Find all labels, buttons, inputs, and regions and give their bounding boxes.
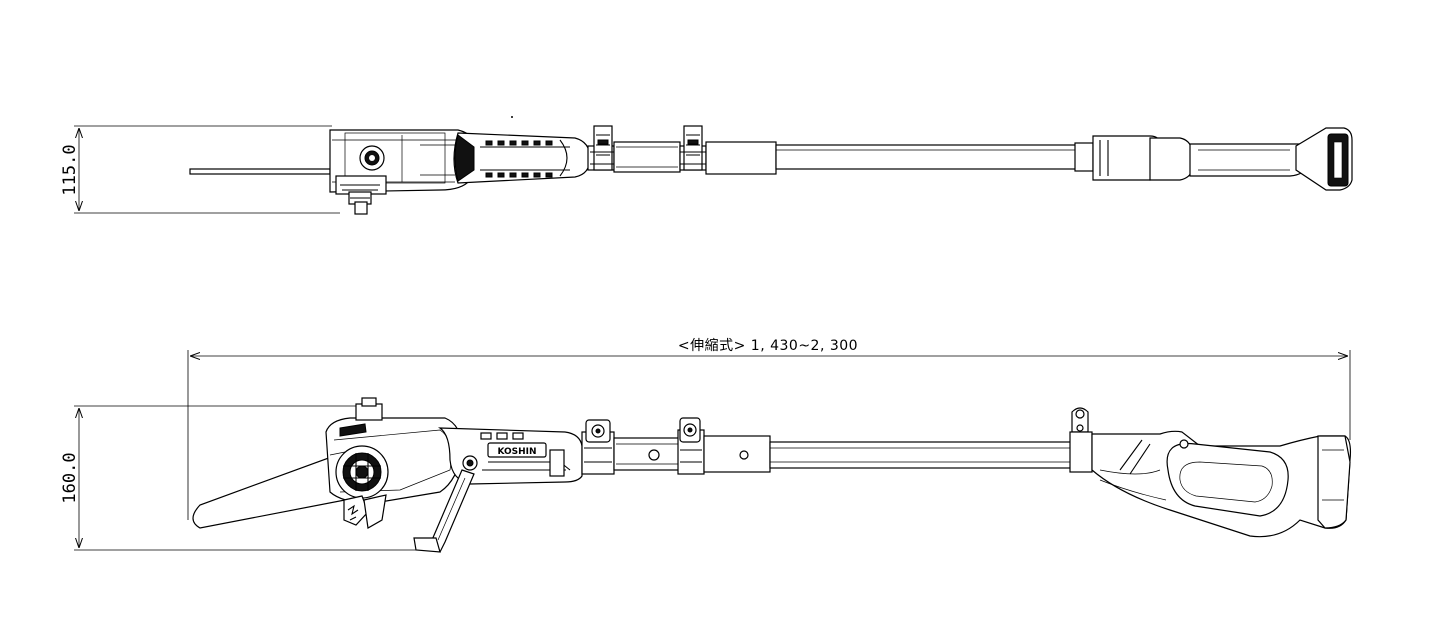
pole-section-1-top bbox=[613, 141, 681, 173]
width-dimension-label: 115.0 bbox=[60, 144, 80, 195]
gear-housing-side: KOSHIN bbox=[438, 427, 583, 485]
hook-side bbox=[413, 469, 475, 553]
gear-housing-top bbox=[453, 132, 591, 184]
rear-handle-side bbox=[1091, 430, 1352, 538]
length-dimension: <伸縮式> 1, 430~2, 300 bbox=[187, 338, 1351, 520]
top-view: 115.0 bbox=[60, 116, 1353, 215]
rear-handle-top bbox=[1074, 127, 1353, 191]
guide-bar-side bbox=[192, 451, 346, 529]
pole-section-2-side bbox=[703, 435, 771, 473]
clamp-2-side bbox=[677, 417, 705, 475]
motor-head-top bbox=[329, 129, 473, 215]
clamp-1-side bbox=[581, 419, 615, 475]
length-dimension-label: <伸縮式> 1, 430~2, 300 bbox=[678, 338, 858, 354]
main-pole-top bbox=[775, 144, 1081, 170]
brand-label: KOSHIN bbox=[497, 447, 536, 457]
strap-ring-side bbox=[1069, 407, 1093, 473]
clamp-1-top bbox=[587, 125, 615, 171]
height-dimension: 160.0 bbox=[60, 405, 420, 551]
speck bbox=[511, 116, 513, 118]
chain-bar-top bbox=[189, 168, 331, 175]
pole-section-1-side bbox=[613, 437, 681, 471]
side-view: <伸縮式> 1, 430~2, 300 160.0 bbox=[60, 338, 1352, 553]
width-dimension: 115.0 bbox=[60, 125, 340, 214]
pole-section-2-top bbox=[705, 141, 777, 175]
main-pole-side bbox=[769, 441, 1083, 469]
height-dimension-label: 160.0 bbox=[60, 452, 80, 503]
clamp-2-top bbox=[679, 125, 707, 171]
saw-head-side bbox=[325, 397, 463, 529]
